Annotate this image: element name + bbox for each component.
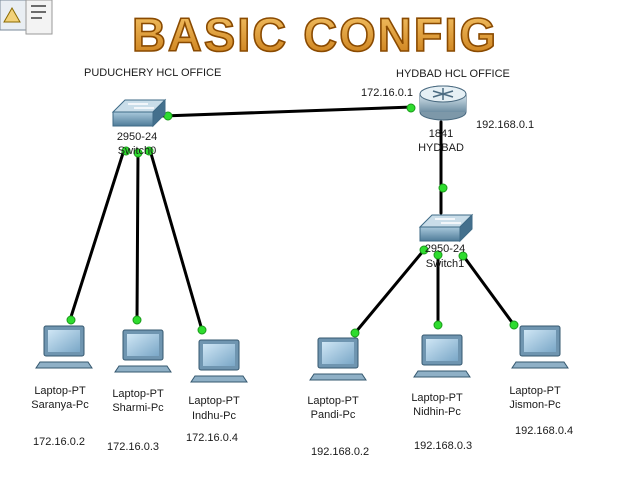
switch1-icon[interactable] [418,213,474,243]
laptop-type-label: Laptop-PT [307,395,359,407]
link-switch0-sharmi [135,150,140,322]
router-icon[interactable] [419,85,467,121]
router-name: HYDBAD [418,142,464,154]
link-switch0-router [161,105,415,118]
laptop-type-label: Laptop-PT [188,395,240,407]
port-lights [66,103,519,338]
laptop-ip-label: 172.16.0.4 [186,432,238,444]
link-switch1-pandi [353,248,426,335]
switch1-name: Switch1 [425,258,465,270]
laptop-ip-label: 192.168.0.2 [311,446,370,458]
laptop-type-label: Laptop-PT [34,385,86,397]
switch0-name: Switch0 [117,145,157,157]
laptop-icon[interactable] [413,334,471,378]
office-label-puducherry: PUDUCHERY HCL OFFICE [84,67,222,79]
router-lan-ip: 192.168.0.1 [476,119,535,131]
office-label-hydbad: HYDBAD HCL OFFICE [396,68,510,80]
laptop-name-label: Indhu-Pc [191,410,237,422]
diagram-title: BASIC CONFIG [132,8,498,61]
links [68,105,516,335]
laptop-icon[interactable] [511,325,569,369]
link-switch0-saranya [68,148,126,322]
laptop-name-label: Pandi-Pc [310,409,356,421]
switch0-icon[interactable] [111,98,167,128]
laptop-type-label: Laptop-PT [509,385,561,397]
link-switch0-indhu [148,148,204,332]
laptop-ip-label: 172.16.0.3 [107,441,159,453]
laptop-name-label: Sharmi-Pc [112,402,164,414]
router-wan-ip: 172.16.0.1 [361,87,413,99]
laptop-ip-label: 172.16.0.2 [33,436,85,448]
switch0-model: 2950-24 [116,131,158,143]
laptop-ip-label: 192.168.0.4 [515,425,574,437]
laptop-name-label: Saranya-Pc [31,399,89,411]
laptop-icon[interactable] [309,337,367,381]
link-switch1-jismon [460,252,516,327]
laptop-name-label: Jismon-Pc [509,399,561,411]
laptop-type-label: Laptop-PT [112,388,164,400]
note-tool-icon[interactable] [0,0,53,35]
laptop-icon[interactable] [190,339,248,383]
laptop-name-label: Nidhin-Pc [413,406,461,418]
laptop-ip-label: 192.168.0.3 [414,440,473,452]
switch1-model: 2950-24 [424,243,466,255]
laptop-type-label: Laptop-PT [411,392,463,404]
laptop-icon[interactable] [35,325,93,369]
router-model: 1841 [428,128,454,140]
laptop-icon[interactable] [114,329,172,373]
